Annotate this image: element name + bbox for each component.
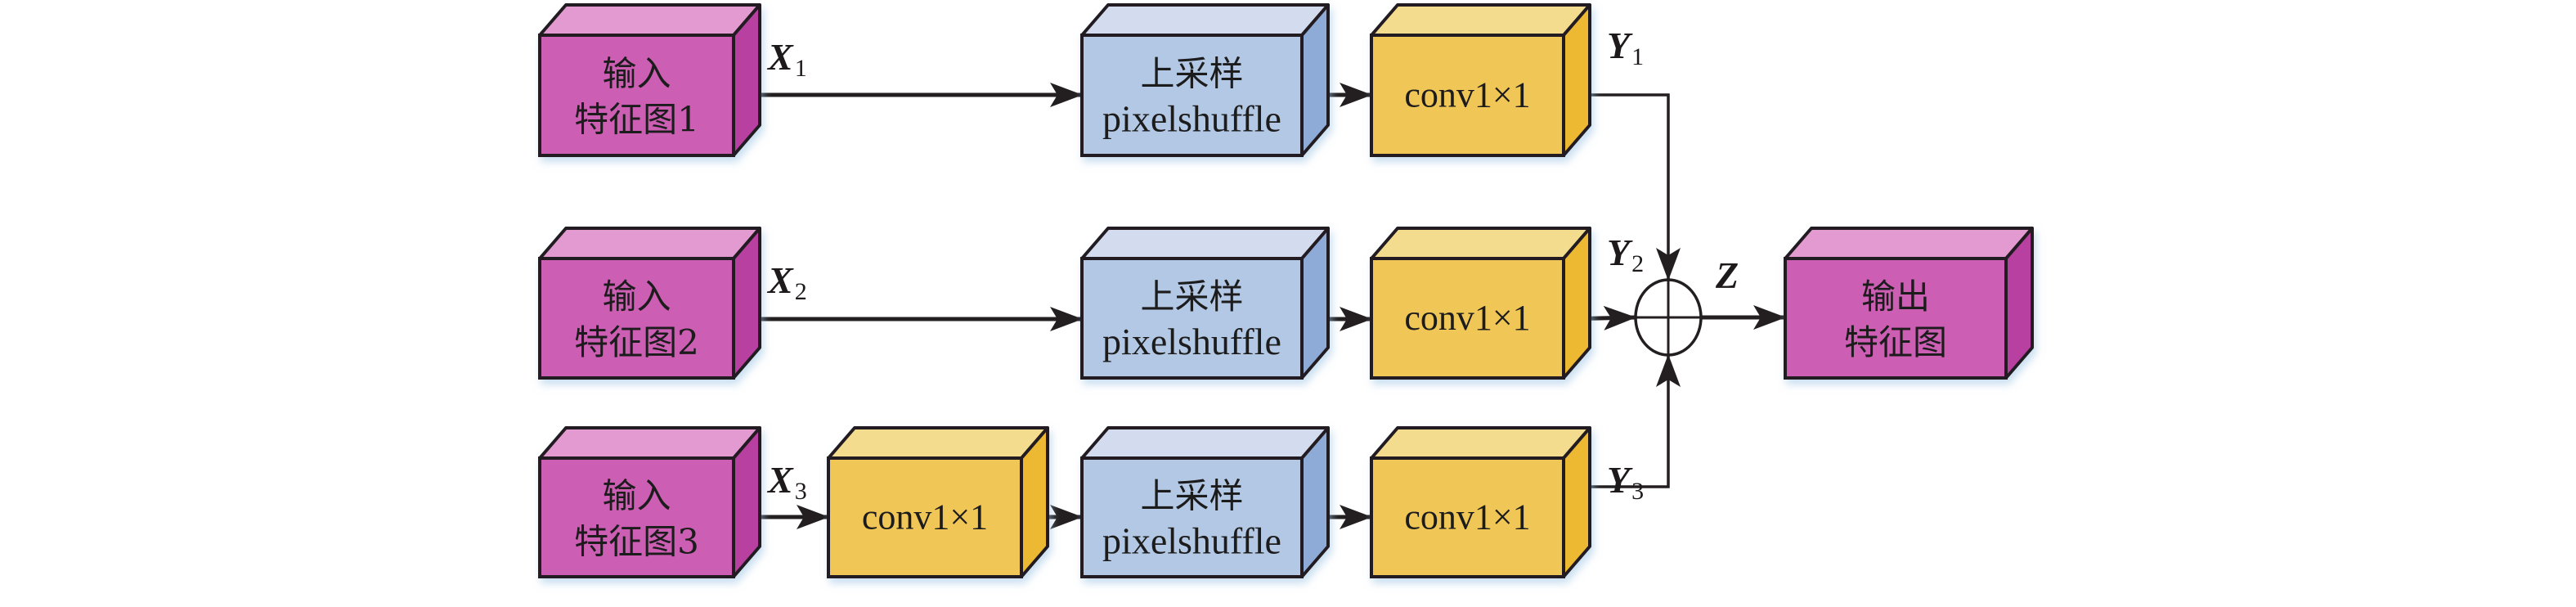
input-feature-map-1-front-face — [538, 34, 735, 157]
input-label-x2: X2 — [766, 259, 807, 305]
input-feature-map-3-label-line2: 特征图3 — [574, 522, 699, 562]
upsample-pixelshuffle-1-label-line1: 上采样 — [1140, 54, 1243, 94]
conv1x1-1-top-face — [1370, 3, 1591, 37]
path-y3-to-sum — [1564, 354, 1681, 488]
pre-conv1x1-3: conv1×1 — [827, 426, 1049, 578]
conv1x1-3-top-face — [1370, 426, 1591, 460]
upsample-pixelshuffle-2-top-face — [1080, 227, 1330, 260]
input-feature-map-2-label-line2: 特征图2 — [574, 322, 699, 362]
input-label-x3: X3 — [766, 459, 807, 505]
input-feature-map-1-label-line1: 输入 — [602, 54, 671, 94]
sum-node-circle-plus-icon — [1634, 278, 1703, 357]
sum-label-z-symbol: Z — [1715, 254, 1739, 296]
output-label-y1: Y1 — [1607, 25, 1644, 70]
input-label-x1: X1 — [766, 36, 807, 82]
output-feature-map-top-face — [1784, 227, 2034, 260]
input-feature-map-2-front-face — [538, 257, 735, 380]
output-label-y1-symbol: Y — [1607, 25, 1633, 66]
input-feature-map-1-label-line2: 特征图1 — [574, 100, 699, 140]
output-label-y2-subscript: 2 — [1631, 250, 1644, 277]
pre-conv1x1-3-label: conv1×1 — [862, 497, 988, 537]
conv1x1-3-front-face — [1370, 456, 1565, 578]
output-feature-map-label-line1: 输出 — [1861, 277, 1930, 317]
input-feature-map-2-label-line1: 输入 — [602, 277, 671, 317]
conv1x1-1-front-face — [1370, 34, 1565, 157]
input-label-x2-symbol: X — [766, 259, 794, 301]
pre-conv1x1-3-top-face — [827, 426, 1049, 460]
input-feature-map-3-front-face — [538, 456, 735, 578]
conv1x1-3-label: conv1×1 — [1404, 497, 1530, 537]
input-label-x1-subscript: 1 — [795, 55, 807, 82]
conv1x1-1: conv1×1 — [1370, 3, 1591, 157]
input-label-x1-symbol: X — [766, 36, 794, 78]
upsample-pixelshuffle-1-label-line2: pixelshuffle — [1102, 98, 1281, 140]
input-label-x2-subscript: 2 — [795, 278, 807, 305]
upsample-pixelshuffle-2-label-line1: 上采样 — [1140, 277, 1243, 317]
output-label-y3: Y3 — [1607, 459, 1644, 505]
upsample-pixelshuffle-3-label-line1: 上采样 — [1140, 476, 1243, 516]
conv1x1-2-top-face — [1370, 227, 1591, 260]
input-feature-map-2-top-face — [538, 227, 761, 260]
input-feature-map-1-top-face — [538, 3, 761, 37]
upsample-pixelshuffle-1-top-face — [1080, 3, 1330, 37]
output-label-y2-symbol: Y — [1607, 232, 1633, 273]
output-label-y2: Y2 — [1607, 232, 1644, 277]
sum-label-z: Z — [1715, 254, 1739, 296]
output-feature-map-label-line2: 特征图 — [1844, 322, 1947, 362]
output-label-y3-symbol: Y — [1607, 459, 1633, 501]
input-label-x3-subscript: 3 — [795, 478, 807, 505]
conv1x1-3: conv1×1 — [1370, 426, 1591, 578]
upsample-pixelshuffle-2-label-line2: pixelshuffle — [1102, 321, 1281, 362]
conv1x1-2-label: conv1×1 — [1404, 298, 1530, 338]
upsample-pixelshuffle-3-label-line2: pixelshuffle — [1102, 520, 1281, 562]
input-feature-map-3-label-line1: 输入 — [602, 476, 671, 516]
upsample-pixelshuffle-2-front-face — [1080, 257, 1304, 380]
conv1x1-2: conv1×1 — [1370, 227, 1591, 380]
path-y1-to-sum — [1564, 93, 1681, 281]
conv1x1-1-label: conv1×1 — [1404, 75, 1530, 115]
input-label-x3-symbol: X — [766, 459, 794, 501]
output-label-y1-subscript: 1 — [1631, 43, 1644, 70]
pre-conv1x1-3-front-face — [827, 456, 1023, 578]
upsample-pixelshuffle-3-front-face — [1080, 456, 1304, 578]
output-label-y3-subscript: 3 — [1631, 478, 1644, 505]
conv1x1-2-front-face — [1370, 257, 1565, 380]
blocks: 输入特征图1上采样pixelshuffleconv1×1输入特征图2上采样pix… — [538, 3, 2034, 578]
upsample-pixelshuffle-1-front-face — [1080, 34, 1304, 157]
upsample-pixelshuffle-3-top-face — [1080, 426, 1330, 460]
input-feature-map-3-top-face — [538, 426, 761, 460]
output-feature-map-front-face — [1784, 257, 2008, 380]
